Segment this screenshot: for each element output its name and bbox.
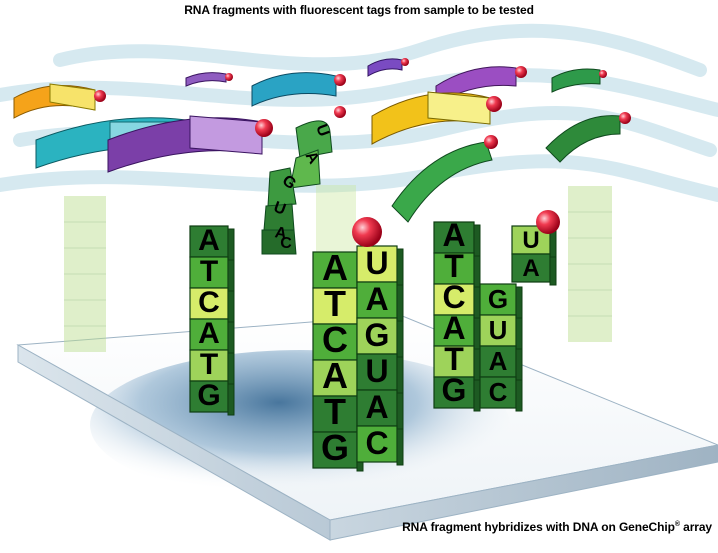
fluorescent-tag-right [536, 210, 560, 234]
floating-rna-fragment-orange [13, 83, 106, 119]
probe-left-letter: G [197, 379, 220, 412]
probe-right-rna-block: U [479, 314, 523, 350]
probe-middle-dna-letter: T [324, 391, 346, 432]
probe-right-rna-curl-letter: U [522, 227, 539, 254]
probe-right-dna-block: T [433, 248, 481, 288]
probe-middle-rna-letter: A [365, 281, 388, 317]
top-caption: RNA fragments with fluorescent tags from… [184, 3, 534, 17]
probe-right-rna-block: C [479, 376, 523, 412]
probe-middle-rna-letter: U [365, 353, 388, 389]
probe-left-block: C [189, 286, 235, 323]
probe-left-block: A [189, 224, 235, 261]
probe-right-rna-letter: U [489, 315, 508, 345]
faded-probe-column-left [64, 196, 106, 352]
probe-left-block: G [189, 379, 235, 416]
probe-right-dna-letter: A [442, 217, 465, 253]
floating-rna-fragment-yellow [371, 91, 502, 145]
probe-right-dna-block: A [433, 310, 481, 350]
probe-middle-rna-letter: A [365, 389, 388, 425]
probe-middle-rna-block: C [356, 425, 404, 466]
probe-middle-rna-block: U [356, 353, 404, 394]
probe-right-rna-curl-block: U [511, 225, 557, 258]
probe-middle-dna-block: G [312, 427, 364, 472]
probe-middle-rna-letter: C [365, 425, 388, 461]
faded-probe-column-right [568, 186, 612, 342]
floating-rna-fragment-green-small [551, 68, 607, 93]
probe-right-rna-letter: C [489, 377, 508, 407]
probe-left-block: T [189, 348, 235, 385]
bottom-caption: RNA fragment hybridizes with DNA on Gene… [402, 520, 712, 534]
probe-middle-rna-block: A [356, 389, 404, 430]
probe-left-letter: A [198, 317, 220, 350]
probe-middle-rna-letter: G [365, 317, 390, 353]
floating-rna-letter: A [274, 224, 289, 243]
probe-left-block: A [189, 317, 235, 354]
probe-middle-dna-letter: C [322, 319, 348, 360]
bottom-caption-tail: array [679, 520, 712, 534]
floating-rna-letter: C [280, 235, 292, 252]
probe-middle-dna-block: A [312, 355, 364, 400]
floating-rna-fragment-teal-small [251, 72, 346, 107]
probe-right-dna-letter: C [442, 279, 465, 315]
probe-middle-rna-block: U [356, 245, 404, 286]
probe-right-rna-curl-letter: A [522, 255, 539, 282]
probe-right-rna-curl-block: A [511, 253, 557, 286]
probe-middle-dna-block: T [312, 283, 364, 328]
probe-right-dna-block: C [433, 279, 481, 319]
fluorescent-tag-middle [352, 217, 382, 247]
probe-right-dna-letter: T [444, 248, 464, 284]
probe-right-dna-block: G [433, 372, 481, 412]
floating-rna-letter: U [312, 122, 332, 139]
probe-middle-dna-letter: A [322, 247, 348, 288]
floating-rna-fragment-small-purple [185, 72, 233, 87]
probe-middle-rna-block: G [356, 317, 404, 358]
registered-mark: ® [674, 521, 680, 528]
probe-right-dna-letter: G [442, 372, 467, 408]
probe-left-letter: C [198, 286, 220, 319]
probe-middle-dna-letter: A [322, 355, 348, 396]
probe-left-block: T [189, 255, 235, 292]
probe-right-rna-letter: A [489, 346, 508, 376]
probe-left-letter: T [200, 255, 218, 288]
floating-rna-letter: U [271, 199, 288, 219]
probe-left-letter: A [198, 224, 220, 257]
probe-right-rna-letter: G [488, 284, 508, 314]
probe-middle-dna-letter: G [321, 427, 349, 468]
probe-right-rna-block: A [479, 345, 523, 381]
bottom-caption-main: RNA fragment hybridizes with DNA on Gene… [402, 520, 675, 534]
probe-middle-rna-letter: U [365, 245, 388, 281]
probe-left-letter: T [200, 348, 218, 381]
probe-middle-rna-block: A [356, 281, 404, 322]
probe-right-rna-block: G [479, 283, 523, 319]
floating-rna-fragment-green-mid [391, 135, 498, 223]
probe-middle-dna-letter: T [324, 283, 346, 324]
probe-right-dna-letter: A [442, 310, 465, 346]
probe-right-dna-letter: T [444, 341, 464, 377]
floating-rna-fragment-purple [107, 115, 273, 173]
faded-probe-column-mid [316, 185, 356, 255]
floating-rna-fragment-violet [367, 58, 409, 77]
floating-rna-fragment-green-right [545, 112, 631, 163]
